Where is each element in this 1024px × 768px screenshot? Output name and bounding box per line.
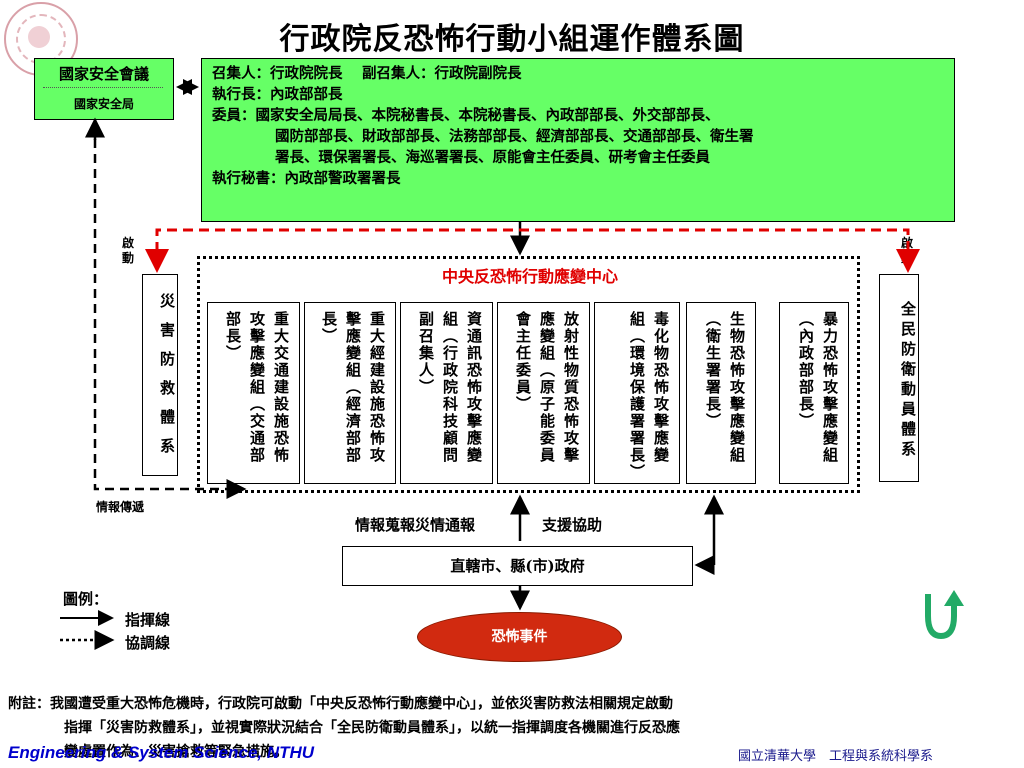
footnote-line-2: 指揮「災害防救體系」，並視實際狀況結合「全民防衛動員體系」，以統一指揮調度各機關… <box>64 720 680 736</box>
members-line-3: 署長、環保署署長、海巡署署長、原能會主任委員、研考會主任委員 <box>275 149 710 166</box>
launch-label-left: 啟動 <box>122 236 135 265</box>
nsc-sub: 國家安全局 <box>73 97 134 111</box>
terror-event-ellipse: 恐怖事件 <box>417 612 622 662</box>
intel-report-label: 情報蒐報災情通報 <box>355 516 476 534</box>
group-biological: 生物恐怖攻擊應變組（衛生署署長） <box>686 302 756 484</box>
group-chemical: 毒化物恐怖攻擊應變組（環境保護署署長） <box>594 302 680 484</box>
members-line-1: 委員：國家安全局局長、本院秘書長、本院秘書長、內政部部長、外交部部長、 <box>212 107 720 124</box>
footnote-line-1: 附註：我國遭受重大恐怖危機時，行政院可啟動「中央反恐怖行動應變中心」，並依災害防… <box>8 696 673 712</box>
footnote-line-3: 變處置作為、災害搶救等緊急措施。 <box>64 744 288 760</box>
disaster-prevention-system-box: 災害防救體系 <box>142 274 178 476</box>
group-radiological: 放射性物質恐怖攻擊應變組（原子能委員會主任委員） <box>497 302 590 484</box>
intel-dashed-line <box>93 124 240 491</box>
footer-department-english: Engineering & System Science, NTHU <box>8 743 315 762</box>
ceo-line: 執行長：內政部部長 <box>212 86 343 103</box>
group-transport: 重大交通建設施恐怖攻擊應變組（交通部部長） <box>207 302 300 484</box>
legend-title: 圖例： <box>63 590 109 608</box>
local-government-box: 直轄市、縣(市)政府 <box>342 546 693 586</box>
central-response-center-title: 中央反恐怖行動應變中心 <box>441 267 618 286</box>
central-response-center-frame <box>197 256 860 493</box>
intel-transmission-label: 情報傳遞 <box>96 500 145 514</box>
task-force-box: 召集人：行政院院長 副召集人：行政院副院長 執行長：內政部部長 委員：國家安全局… <box>201 58 955 222</box>
group-violent: 暴力恐怖攻擊應變組（內政部部長） <box>779 302 849 484</box>
u-turn-icon <box>925 594 957 640</box>
legend-coordinate-label: 協調線 <box>125 634 171 652</box>
launch-dashed-line <box>155 228 910 268</box>
members-line-2: 國防部部長、財政部部長、法務部部長、經濟部部長、交通部部長、衛生署 <box>275 128 754 145</box>
nsc-name: 國家安全會議 <box>58 65 149 83</box>
group-economic: 重大經建設施恐怖攻擊應變組（經濟部部長） <box>304 302 396 484</box>
convener-line: 召集人：行政院院長 副召集人：行政院副院長 <box>212 65 522 82</box>
footer-department-chinese: 國立清華大學 工程與系統科學系 <box>738 749 934 764</box>
civil-defense-mobilization-box: 全民防衛動員體系 <box>879 274 919 482</box>
legend-command-label: 指揮線 <box>125 611 171 629</box>
secretary-line: 執行秘書：內政部警政署署長 <box>212 170 401 187</box>
group-ict: 資通訊恐怖攻擊應變組（行政院科技顧問副召集人） <box>400 302 493 484</box>
footnote: 附註：我國遭受重大恐怖危機時，行政院可啟動「中央反恐怖行動應變中心」，並依災害防… <box>8 692 998 764</box>
support-label: 支援協助 <box>542 516 603 534</box>
diagram-title: 行政院反恐怖行動小組運作體系圖 <box>279 22 745 57</box>
